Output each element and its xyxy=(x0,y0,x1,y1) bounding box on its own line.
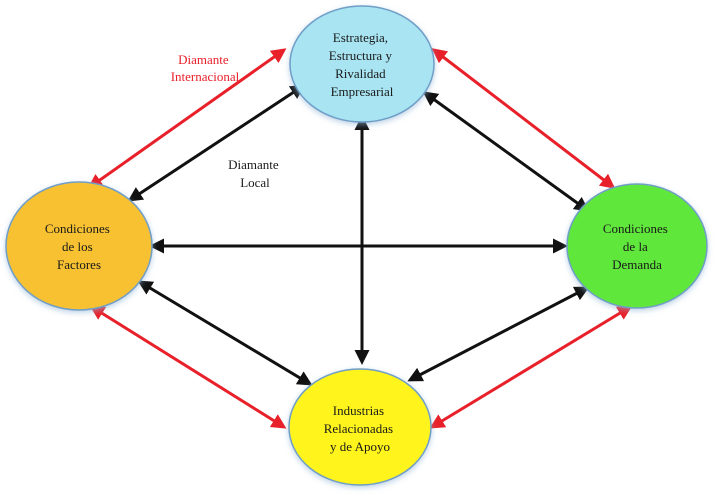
node-strategy-shape xyxy=(289,5,435,123)
local-arrow-factors-industries xyxy=(137,280,313,386)
local-arrows xyxy=(127,84,590,386)
node-strategy-label: Estrategia, Estructura y Rivalidad Empre… xyxy=(329,30,395,99)
node-industries-label: Industrias Relacionadas y de Apoyo xyxy=(324,403,397,454)
local-arrow-demand-industries xyxy=(407,286,590,382)
local-diamond-label: Diamante Local xyxy=(228,157,282,190)
node-factors-label: Condiciones de los Factores xyxy=(45,221,113,272)
node-demand-shape xyxy=(566,183,708,309)
local-arrow-strategy-demand xyxy=(422,91,590,212)
node-demand: Condiciones de la Demanda xyxy=(566,183,708,309)
node-industries: Industrias Relacionadas y de Apoyo xyxy=(288,368,432,486)
node-factors-shape xyxy=(5,181,153,311)
node-strategy: Estrategia, Estructura y Rivalidad Empre… xyxy=(289,5,435,123)
node-demand-label: Condiciones de la Demanda xyxy=(603,221,671,272)
local-arrow-factors-strategy xyxy=(127,84,306,202)
intl-arrow-demand-industries xyxy=(429,305,633,429)
international-diamond-label: Diamante Internacional xyxy=(171,52,240,84)
node-industries-shape xyxy=(288,368,432,486)
intl-arrow-factors-industries xyxy=(89,305,287,429)
node-factors: Condiciones de los Factores xyxy=(5,181,153,311)
